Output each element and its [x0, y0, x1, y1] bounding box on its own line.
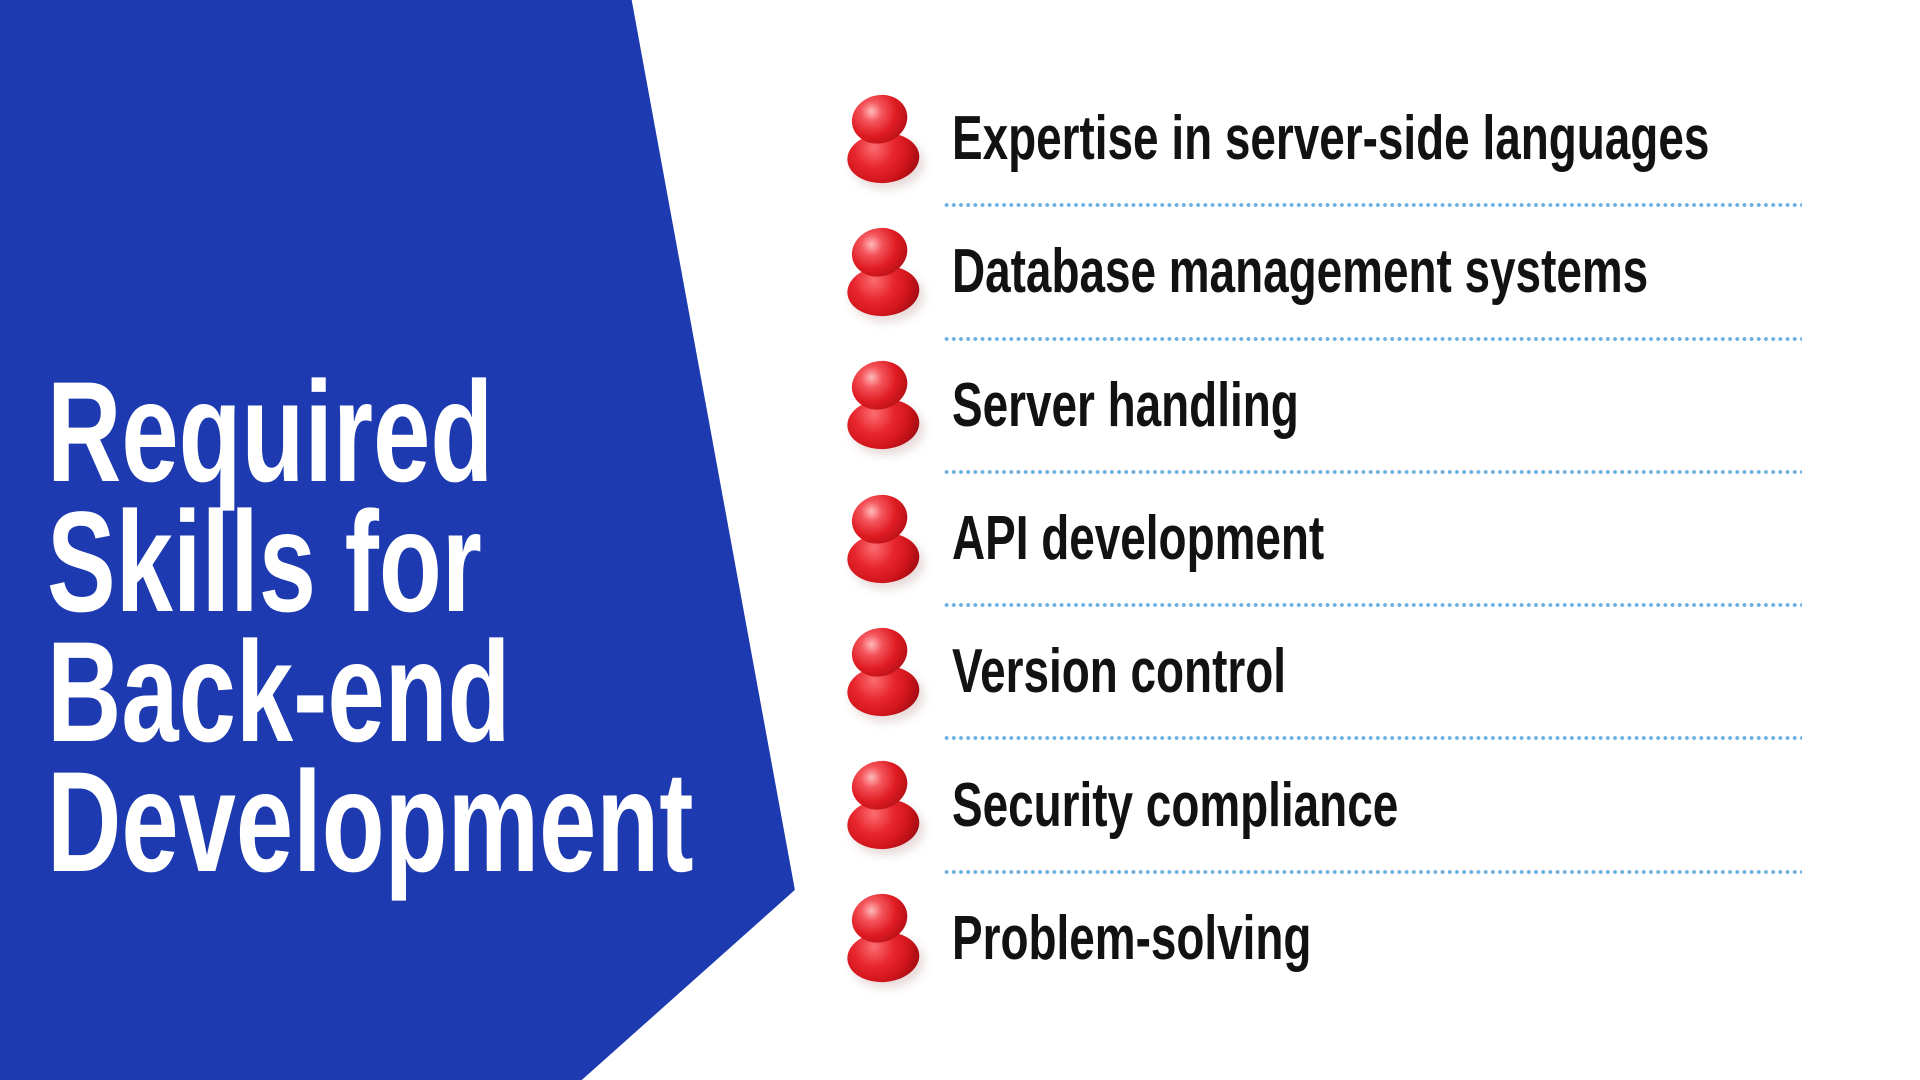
title-line: Back-end [47, 613, 511, 772]
pushpin-icon [842, 354, 924, 452]
pushpin-icon [842, 88, 924, 186]
list-item: Problem-solving [842, 872, 1835, 1005]
skill-label: API development [952, 504, 1325, 574]
dotted-divider [943, 735, 1802, 742]
pushpin-icon [842, 621, 924, 719]
list-item: Server handling [842, 339, 1835, 475]
pushpin-icon [842, 221, 924, 319]
title-line: Required [47, 353, 494, 512]
page-title: Required Skills for Back-end Development [47, 353, 694, 902]
skill-label: Problem-solving [952, 903, 1312, 973]
dotted-divider [943, 602, 1802, 609]
skill-label: Expertise in server-side languages [952, 104, 1710, 174]
list-item: Version control [842, 605, 1835, 742]
dotted-divider [943, 868, 1802, 875]
pushpin-icon [842, 754, 924, 852]
list-item: API development [842, 472, 1835, 609]
pushpin-icon [842, 487, 924, 586]
dotted-divider [943, 335, 1802, 342]
list-item: Security compliance [842, 738, 1835, 875]
skill-label: Database management systems [952, 237, 1649, 307]
skills-list: Expertise in server-side languages Datab… [842, 72, 1835, 1005]
title-line: Skills for [47, 483, 482, 642]
dotted-divider [943, 202, 1802, 209]
list-item: Expertise in server-side languages [842, 72, 1835, 209]
pushpin-icon [842, 887, 924, 985]
dotted-divider [943, 468, 1802, 475]
list-item: Database management systems [842, 205, 1835, 342]
skill-label: Version control [952, 637, 1286, 707]
title-line: Development [47, 743, 694, 902]
skill-label: Security compliance [952, 770, 1399, 840]
skill-label: Server handling [952, 370, 1299, 440]
